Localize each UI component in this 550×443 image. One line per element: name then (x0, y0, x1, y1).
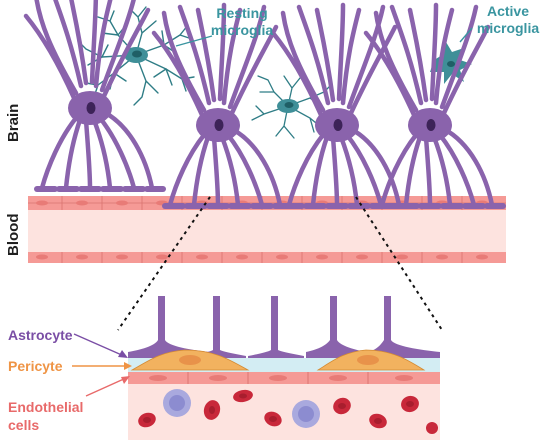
resting-microglia-pointer (175, 35, 213, 47)
endothelial-layer-zoom (128, 372, 440, 384)
astrocyte-pointer (73, 333, 125, 357)
zoom-line-left (117, 196, 211, 331)
endothelial-pointer (85, 377, 127, 397)
zoom-line-right (355, 196, 443, 331)
active-microglia-label-2: microglia (477, 20, 539, 36)
pericyte-label: Pericyte (8, 358, 63, 374)
pericyte-left (130, 349, 250, 371)
resting-microglia-cell-2 (251, 75, 333, 139)
endothelial-label-1: Endothelial (8, 399, 83, 415)
lower-endothelium-top (28, 252, 506, 263)
astrocyte-label: Astrocyte (8, 327, 73, 343)
endothelial-label-2: cells (8, 417, 39, 433)
pericyte-right (316, 349, 426, 371)
active-microglia-label-1: Active (487, 3, 529, 19)
white-blood-cells (163, 389, 320, 428)
resting-microglia-label-2: microglia (211, 22, 273, 38)
region-label-blood: Blood (5, 214, 22, 257)
resting-microglia-label-1: Resting (216, 5, 267, 21)
astrocyte-cell-1 (26, 0, 166, 192)
region-label-brain: Brain (5, 104, 22, 142)
active-microglia-pointer (459, 27, 473, 43)
